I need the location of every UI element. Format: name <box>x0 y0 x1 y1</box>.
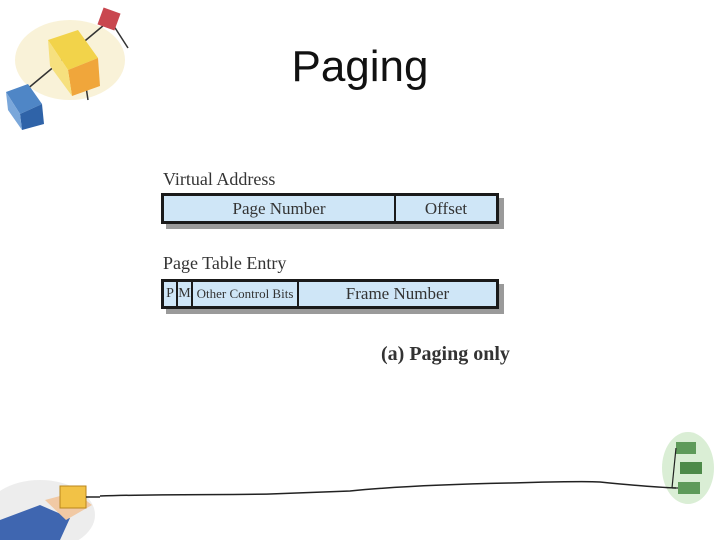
page-title: Paging <box>291 42 429 91</box>
offset-field: Offset <box>424 198 468 218</box>
virtual-address-label: Virtual Address <box>163 169 276 189</box>
modified-bit-field: M <box>178 282 193 306</box>
figure-caption: (a) Paging only <box>381 343 510 365</box>
page-number-field: Page Number <box>164 196 396 221</box>
blocks-bottom-right-icon <box>662 432 714 504</box>
present-bit-field: P <box>164 282 178 306</box>
other-control-bits-field: Other Control Bits <box>193 282 299 306</box>
virtual-address-register: Page Number Offset <box>161 193 499 224</box>
page-table-entry-label: Page Table Entry <box>163 253 287 273</box>
hand-cube-bottom-left-icon <box>0 480 100 540</box>
frame-number-field: Frame Number <box>345 284 450 303</box>
page-table-entry-register: P M Other Control Bits Frame Number <box>161 279 499 309</box>
cubes-top-left-icon <box>6 7 129 130</box>
bottom-divider-line <box>99 480 677 497</box>
